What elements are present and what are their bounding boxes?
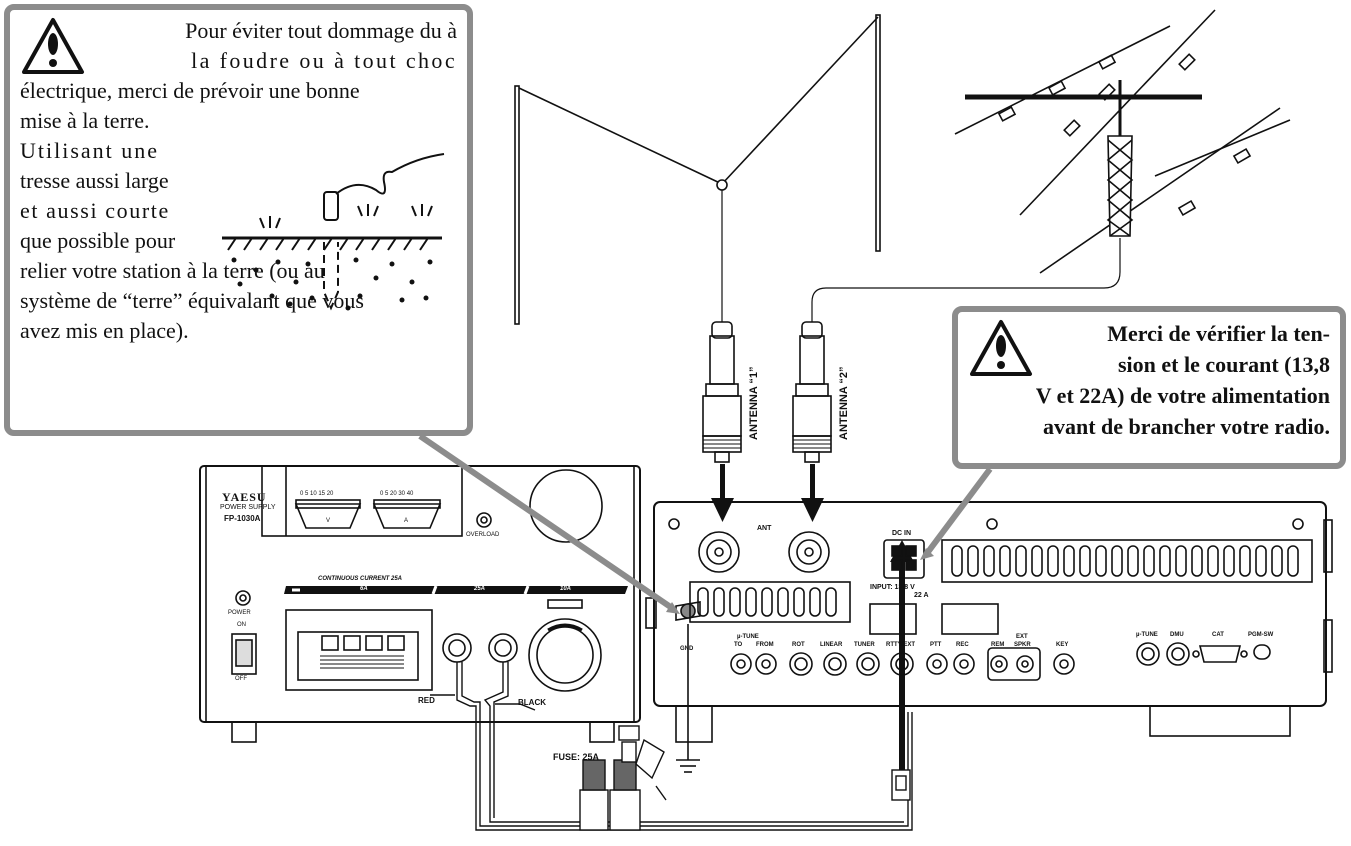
power-supply: [199, 465, 641, 743]
psu-brand: YAESU: [222, 490, 267, 504]
power-text-line1: Merci de vérifier la ten-: [1107, 321, 1330, 346]
to-label: TO: [734, 642, 743, 648]
terminal-6a-label: 6A: [360, 586, 368, 592]
ground-text-line10: système de “terre” équivalant que vous: [20, 288, 364, 313]
ground-text-line4: mise à la terre.: [20, 108, 150, 133]
power-label: POWER: [228, 610, 251, 616]
fuse-label: FUSE: 25A: [553, 752, 600, 762]
power-text-line2: sion et le courant (13,8: [1117, 352, 1330, 377]
dmu-label: DMU: [1170, 632, 1184, 638]
continuous-current-label: CONTINUOUS CURRENT 25A: [318, 576, 403, 582]
ground-text-line1: Pour éviter tout dommage du à: [185, 18, 457, 43]
ground-text-line2: la foudre ou à tout choc: [191, 48, 457, 73]
rec-label: REC: [956, 642, 969, 648]
dc-in-label: DC IN: [892, 530, 912, 537]
ground-text-line8: que possible pour: [20, 228, 176, 253]
rot-label: ROT: [792, 642, 805, 648]
power-warning-callout: Merci de vérifier la ten- sion et le cou…: [952, 306, 1346, 469]
cat-label: CAT: [1212, 632, 1224, 638]
meter-v-scale: 0 5 10 15 20: [300, 491, 334, 497]
black-wire-label: BLACK: [518, 698, 546, 707]
key-label: KEY: [1056, 642, 1069, 648]
vent-slots-right: [951, 545, 1299, 577]
rem-label: REM: [991, 642, 1005, 648]
pgm-sw-label: PGM-SW: [1248, 632, 1274, 638]
gnd-label: GND: [680, 646, 694, 652]
dc-cable: [430, 662, 913, 831]
ground-text-line3: électrique, merci de prévoir une bonne: [20, 78, 360, 103]
terminal-25a-label: 25A: [474, 586, 486, 592]
ground-text-line11: avez mis en place).: [20, 318, 189, 343]
ext-label: EXT: [1016, 634, 1028, 640]
power-text-line4: avant de brancher votre radio.: [1043, 414, 1330, 439]
ground-text-line5: Utilisant une: [20, 138, 160, 163]
warning-icon: [970, 320, 1032, 376]
ground-warning-callout: Pour éviter tout dommage du à la foudre …: [4, 4, 473, 436]
transceiver-rear: [645, 501, 1333, 743]
psu-model: FP-1030A: [224, 514, 261, 523]
yagi-antenna: [811, 9, 1291, 322]
switch-off-label: OFF: [235, 676, 247, 682]
dc-input-current: 22 A: [914, 592, 929, 599]
coax-connector-2: [792, 321, 832, 463]
switch-on-label: ON: [237, 622, 246, 628]
meter-a-scale: 0 5 20 30 40: [380, 491, 414, 497]
linear-label: LINEAR: [820, 642, 843, 648]
ground-text-line6: tresse aussi large: [20, 168, 169, 193]
ground-text-line9: relier votre station à la terre (ou au: [20, 258, 325, 283]
vent-slots-left: [697, 587, 837, 617]
power-text-line3: V et 22A) de votre alimentation: [1035, 383, 1330, 408]
ground-symbol: [675, 601, 701, 773]
ground-rod-illustration: [222, 153, 445, 311]
red-wire-label: RED: [418, 696, 435, 705]
mu-tune-2-label: µ-TUNE: [1136, 632, 1158, 638]
warning-icon: [22, 18, 84, 74]
from-label: FROM: [756, 642, 774, 648]
overload-label: OVERLOAD: [466, 532, 500, 538]
antenna-2-label: ANTENNA “2”: [838, 366, 850, 440]
coax-connector-1: [702, 321, 742, 463]
meter-v-label: V: [326, 518, 331, 524]
tuner-label: TUNER: [854, 642, 875, 648]
meter-a-label: A: [404, 518, 409, 524]
psu-subtitle: POWER SUPPLY: [220, 504, 276, 511]
antenna-1-label: ANTENNA “1”: [748, 366, 760, 440]
mu-tune-label: µ-TUNE: [737, 634, 759, 640]
dipole-antenna: [514, 14, 881, 325]
terminal-10a-label: 10A: [560, 586, 572, 592]
ptt-label: PTT: [930, 642, 942, 648]
ant-label: ANT: [757, 525, 772, 532]
rtty-ext-label: RTTY/EXT: [886, 642, 916, 648]
ground-text-line7: et aussi courte: [20, 198, 170, 223]
dc-input-rating: INPUT: 13,8 V: [870, 584, 915, 591]
spkr-label: SPKR: [1014, 642, 1031, 648]
